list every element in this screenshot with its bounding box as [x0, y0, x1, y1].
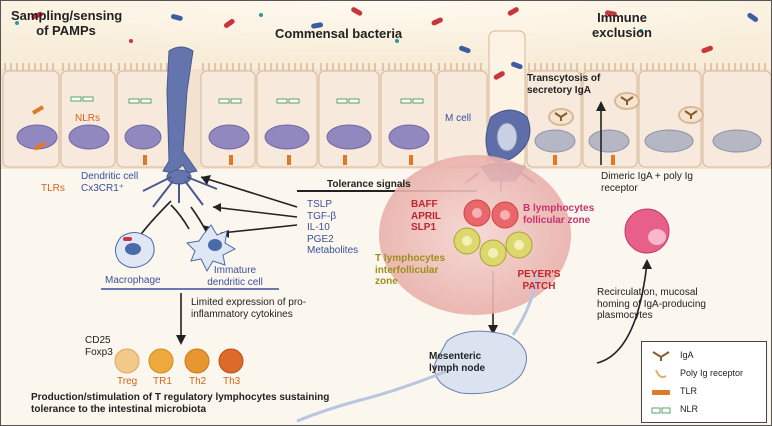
label-tlrs: TLRs — [41, 183, 65, 194]
tolerance-item: Metabolites — [307, 245, 359, 256]
legend-label-poly-ig: Poly Ig receptor — [680, 368, 744, 378]
commensal-bacteria — [15, 7, 759, 80]
label-dendritic-line1: Dendritic cell — [81, 171, 139, 182]
header-sampling-text: Sampling/sensing of PAMPs — [11, 8, 123, 38]
b-factor-item: BAFF — [411, 199, 438, 210]
tolerance-item: TSLP — [307, 199, 333, 210]
dendritic-cell-cx3cr1 — [142, 46, 218, 208]
label-production: Production/stimulation of T regulatory l… — [31, 392, 330, 415]
legend-row-iga: IgA — [650, 348, 694, 362]
iga-icon — [650, 349, 672, 361]
label-mesenteric: Mesenteric lymph node — [429, 351, 486, 374]
header-sampling: Sampling/sensing of PAMPs — [11, 8, 123, 39]
label-t-lymphocytes: T lymphocytes interfollicular zone — [375, 253, 446, 287]
intestinal-lumen — [1, 1, 771, 71]
macrophage-cell — [115, 232, 155, 268]
label-foxp3: Foxp3 — [85, 346, 113, 358]
label-immature-dc: Immature dendritic cell — [207, 265, 263, 288]
label-dendritic-line2: Cx3CR1⁺ — [81, 182, 125, 194]
label-limited-expression: Limited expression of pro-inflammatory c… — [191, 297, 307, 320]
iga-plasmocyte — [624, 208, 670, 254]
nlr-icon — [650, 403, 672, 415]
tolerance-item: TGF-β — [307, 210, 337, 222]
legend-label-nlr: NLR — [680, 404, 699, 414]
legend-label-tlr: TLR — [680, 386, 698, 396]
header-immune-exclusion: Immune exclusion — [592, 10, 652, 40]
tlr-markers — [31, 105, 615, 165]
label-nlrs: NLRs — [75, 113, 101, 124]
iga-vesicles — [548, 92, 704, 126]
legend-row-poly-ig: Poly Ig receptor — [650, 366, 743, 380]
label-macrophage: Macrophage — [105, 275, 161, 286]
legend-row-tlr: TLR — [650, 384, 697, 398]
poly-ig-receptor-icon — [650, 367, 672, 379]
epithelial-nuclei — [16, 124, 762, 153]
label-dimeric-iga: Dimeric IgA + poly Ig receptor — [601, 171, 693, 194]
label-markers: CD25 Foxp3 — [85, 335, 113, 358]
b-factor-item: SLP1 — [411, 222, 437, 233]
label-tolerance-signals: Tolerance signals — [327, 179, 411, 190]
tcell-label-treg: Treg — [117, 376, 138, 387]
tcell-label-tr1: TR1 — [153, 376, 172, 387]
b-factor-item: APRIL — [411, 210, 441, 222]
label-peyers-patch: PEYER'S PATCH — [517, 269, 561, 292]
tlr-icon — [650, 385, 672, 397]
tolerance-item: PGE2 — [307, 233, 334, 245]
nlr-markers — [70, 96, 424, 104]
label-cd25: CD25 — [85, 335, 111, 346]
tolerance-list: TSLP TGF-β IL-10 PGE2 Metabolites — [307, 199, 358, 257]
legend-box: IgA Poly Ig receptor TLR NLR — [641, 341, 767, 423]
label-transcytosis: Transcytosis of secretory IgA — [527, 73, 601, 96]
microvilli — [4, 63, 766, 71]
t-regulatory-cells — [114, 348, 244, 374]
peyers-patch — [379, 155, 571, 315]
immature-dc-cell — [185, 224, 237, 273]
tolerance-arrows — [130, 176, 298, 250]
label-m-cell: M cell — [445, 113, 472, 124]
header-commensal: Commensal bacteria — [275, 26, 403, 41]
label-recirculation: Recirculation, mucosal homing of IgA-pro… — [597, 287, 706, 321]
tcell-label-th2: Th2 — [189, 376, 207, 387]
tolerance-item: IL-10 — [307, 222, 330, 233]
b-factors-list: BAFF APRIL SLP1 — [411, 199, 441, 234]
label-b-lymphocytes: B lymphocytes follicular zone — [523, 203, 595, 226]
legend-row-nlr: NLR — [650, 402, 698, 416]
mesenteric-lymph-node — [296, 274, 539, 423]
label-dendritic-cell: Dendritic cell Cx3CR1⁺ — [81, 171, 138, 194]
tcell-label-th3: Th3 — [223, 376, 241, 387]
legend-label-iga: IgA — [680, 350, 694, 360]
